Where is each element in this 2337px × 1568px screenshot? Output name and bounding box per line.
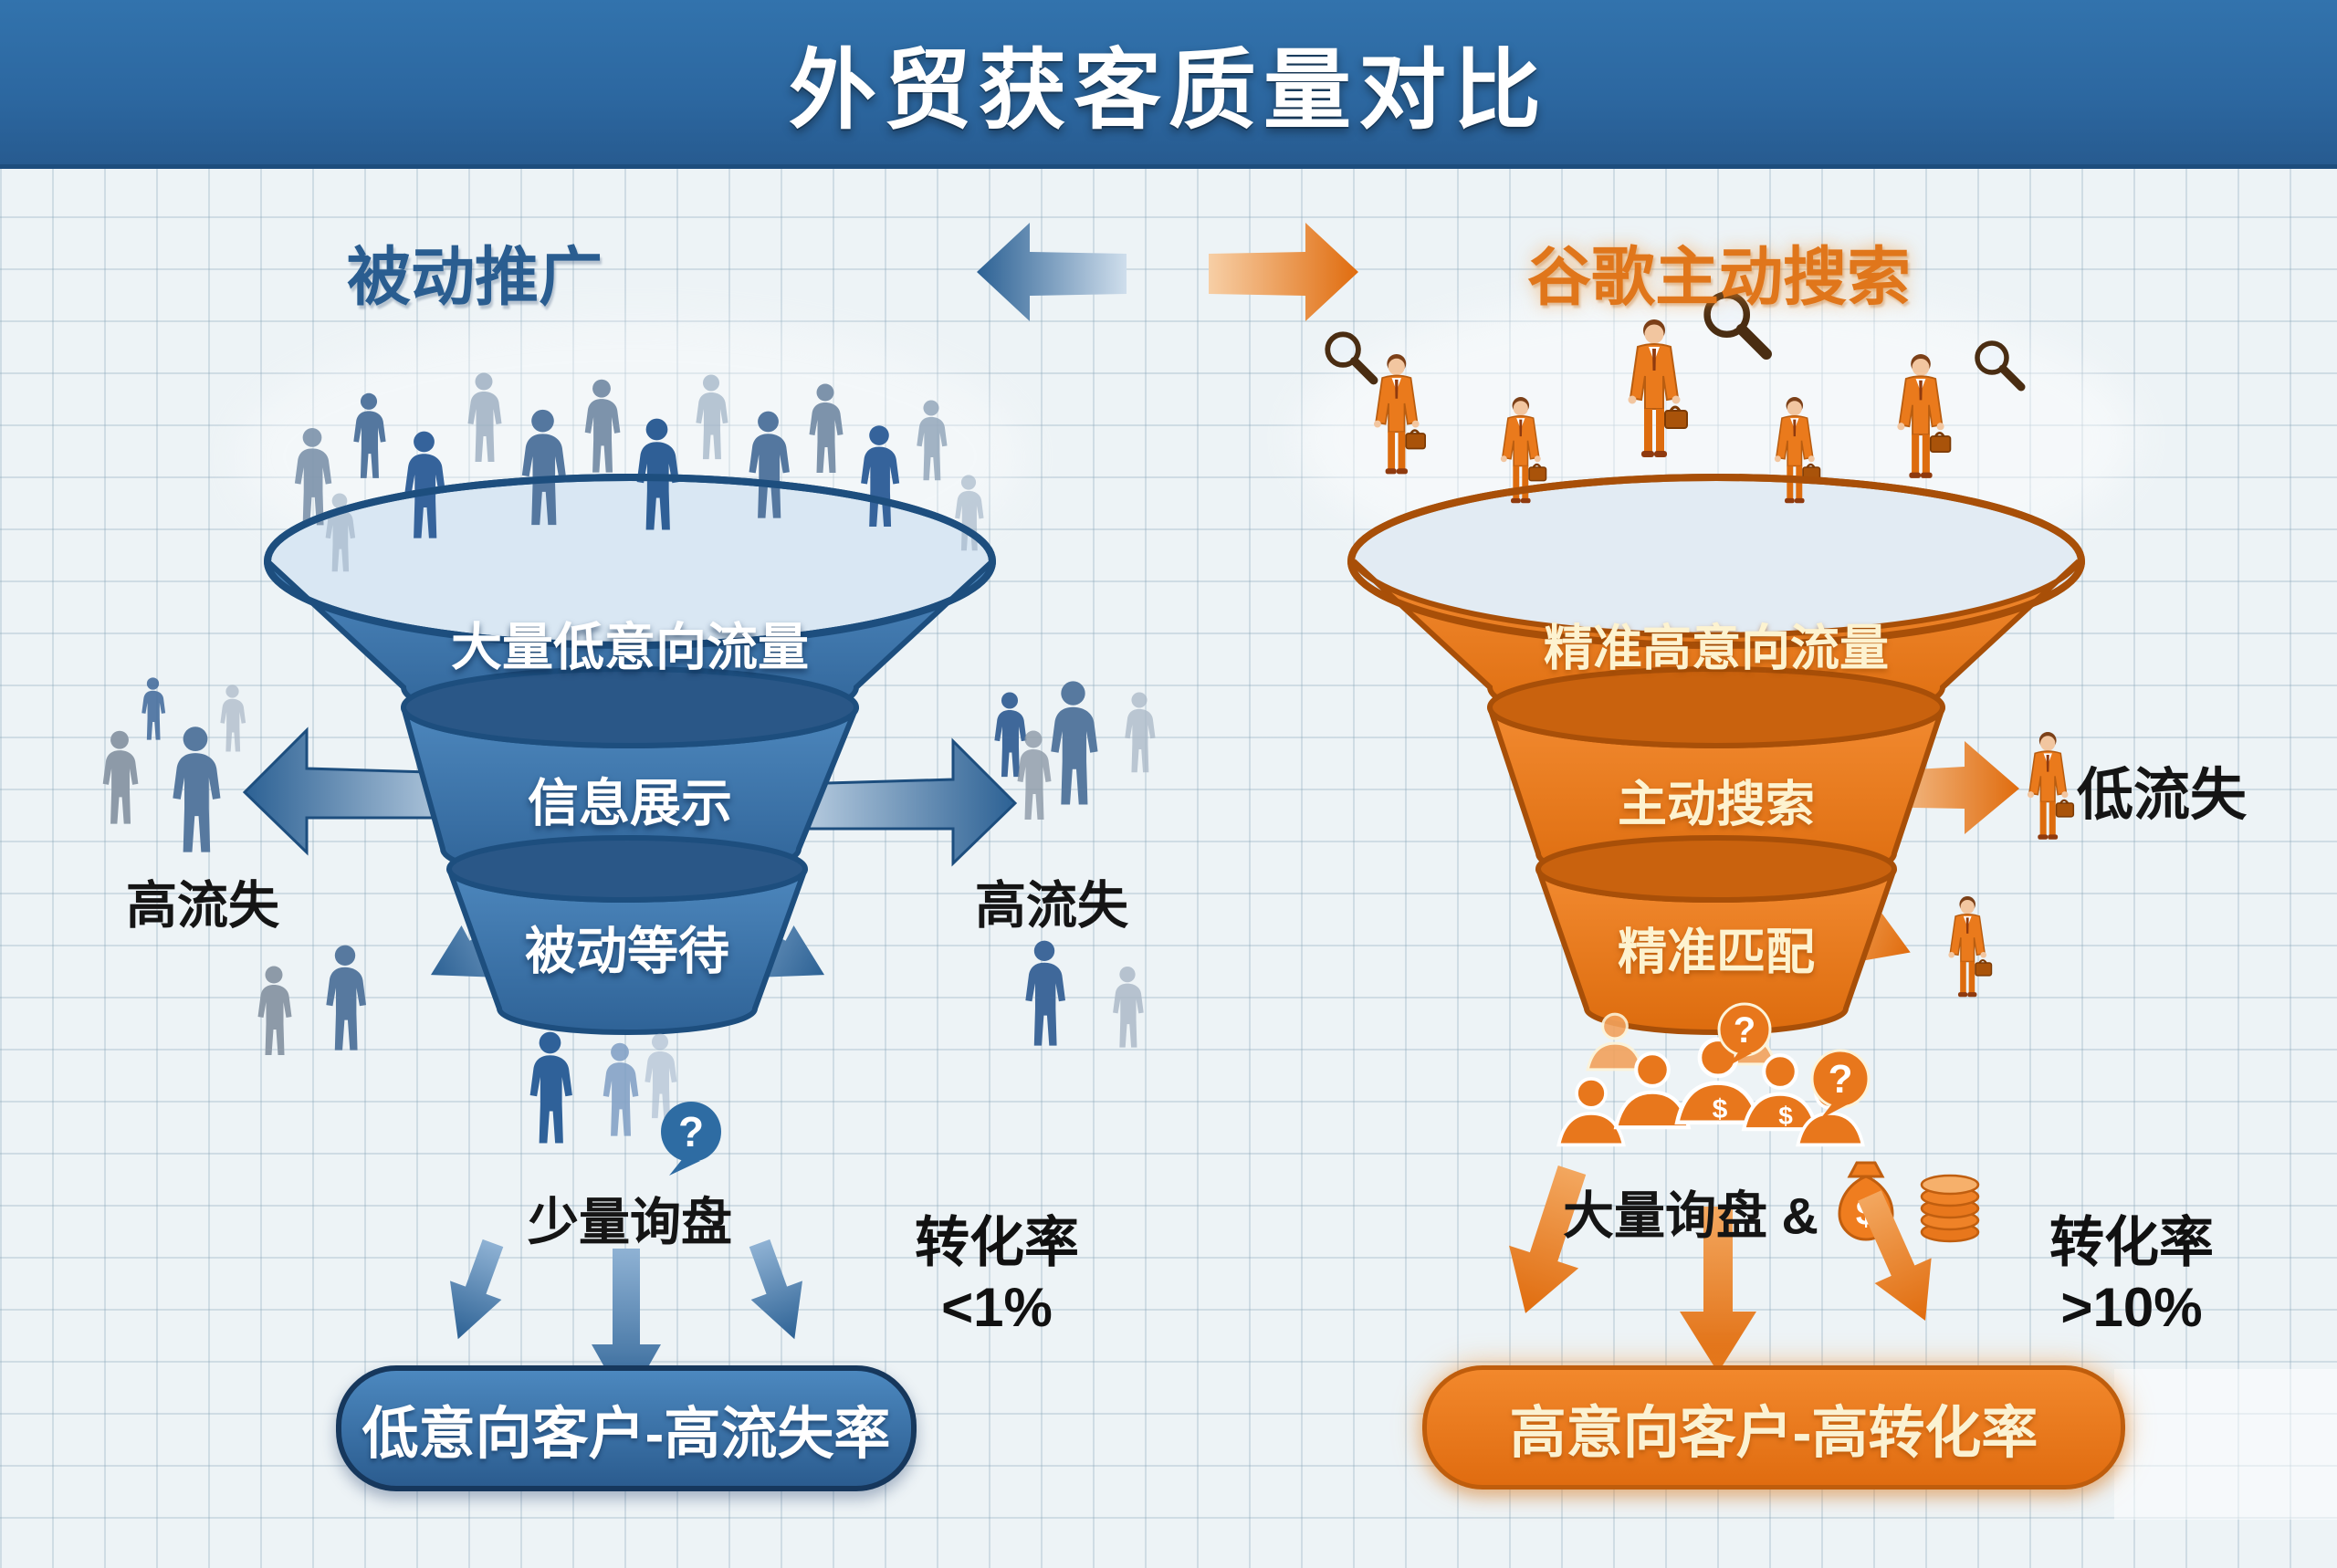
left-conversion-value: <1% [941, 1277, 1053, 1338]
left-funnel-tier2-label: 信息展示 [528, 774, 732, 832]
matched-businessman-icon [1947, 894, 1993, 998]
right-churn-label: 高流失 [975, 876, 1128, 935]
left-conversion-rate: 转化率 <1% [915, 1211, 1079, 1341]
right-arrow-icon [1209, 223, 1358, 321]
right-funnel-tier3-label: 精准匹配 [1618, 925, 1815, 980]
question-bubble-icon: ? [1717, 1002, 1772, 1066]
few-inquiries-label: 少量询盘 [528, 1193, 732, 1251]
page-title: 外贸获客质量对比 [789, 41, 1548, 140]
svg-text:?: ? [1734, 1010, 1755, 1051]
question-bubble-icon: ? [661, 1102, 721, 1176]
right-funnel [1327, 295, 2085, 1035]
header-banner: 外贸获客质量对比 [0, 0, 2337, 169]
left-funnel [264, 372, 996, 1035]
low-churn-label: 低流失 [2076, 764, 2248, 827]
right-conversion-rate: 转化率 >10% [2049, 1211, 2214, 1341]
left-churn-label: 高流失 [126, 876, 279, 935]
many-inquiries-label: 大量询盘 & [1563, 1186, 1818, 1245]
right-conversion-value: >10% [2060, 1277, 2203, 1338]
svg-text:$: $ [1713, 1094, 1728, 1124]
left-funnel-tier3-label: 被动等待 [525, 922, 729, 980]
right-down-arrows [1509, 1166, 1932, 1373]
left-funnel-tier1-label: 大量低意向流量 [451, 618, 809, 676]
left-result-pill: 低意向客户-高流失率 [336, 1365, 917, 1491]
right-conversion-label: 转化率 [2049, 1212, 2214, 1274]
svg-text:?: ? [678, 1108, 704, 1155]
left-conversion-label: 转化率 [915, 1212, 1079, 1274]
right-funnel-tier1-label: 精准高意向流量 [1544, 621, 1889, 676]
coins-icon [1920, 1174, 1980, 1243]
svg-text:?: ? [1829, 1057, 1853, 1102]
inquiry-crowd-icons: $ $ ? ? [1556, 1002, 1871, 1147]
left-column-title: 被动推广 [347, 241, 603, 313]
corner-highlight [2114, 1369, 2337, 1520]
right-result-pill: 高意向客户-高转化率 [1422, 1365, 2125, 1490]
svg-text:$: $ [1778, 1102, 1793, 1130]
left-result-label: 低意向客户-高流失率 [362, 1403, 891, 1466]
question-bubble-icon: ? [1810, 1049, 1871, 1119]
right-column-title: 谷歌主动搜索 [1527, 241, 1911, 313]
right-result-label: 高意向客户-高转化率 [1509, 1402, 2038, 1465]
low-churn-businessman-icon [2026, 730, 2075, 841]
right-funnel-tier2-label: 主动搜索 [1618, 777, 1815, 832]
left-arrow-icon [977, 223, 1127, 321]
